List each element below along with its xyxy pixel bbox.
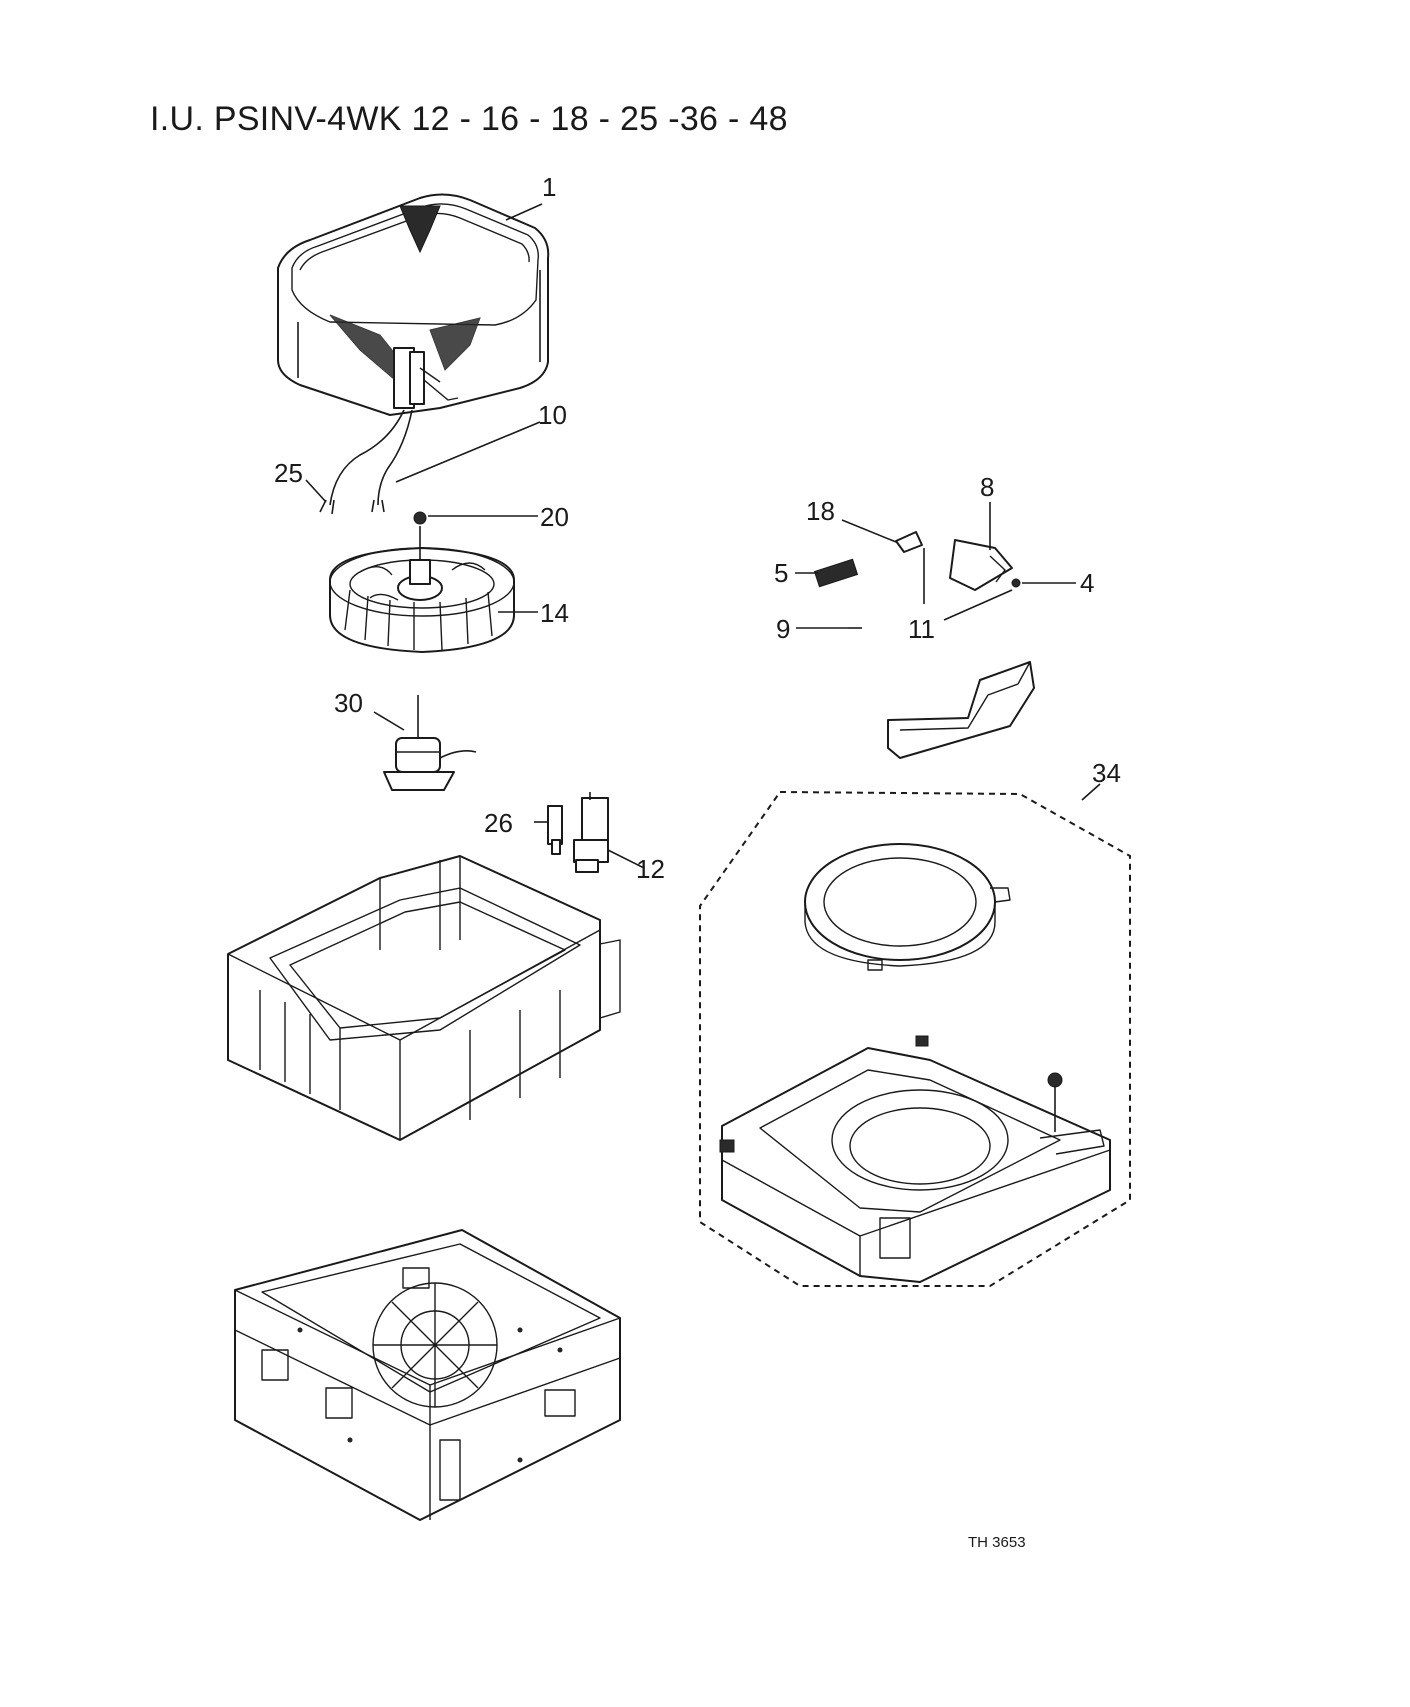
callout-4: 4 [1080,568,1094,598]
drawing-reference-code: TH 3653 [968,1534,1026,1551]
heat-exchanger-coil [277,193,550,416]
callout-12: 12 [636,854,665,884]
callout-34: 34 [1092,758,1121,788]
callout-30: 30 [334,688,363,718]
callout-9: 9 [776,614,790,644]
main-cabinet [234,1229,621,1521]
fan-motor [383,695,477,791]
fan-orifice-assembly [699,790,1131,1287]
float-switch [547,805,563,855]
callout-26: 26 [484,808,513,838]
control-parts [813,531,1021,629]
drain-pump [573,792,609,873]
callout-1: 1 [542,172,556,202]
callout-25: 25 [274,458,303,488]
callout-labels: 1 10 25 20 14 30 18 8 5 4 9 11 26 12 34 [274,172,1121,884]
centrifugal-fan [329,511,515,653]
callout-14: 14 [540,598,569,628]
leader-lines [305,203,1101,869]
callout-8: 8 [980,472,994,502]
callout-5: 5 [774,558,788,588]
callout-11: 11 [908,614,935,644]
electric-box-cover [887,661,1035,759]
callout-20: 20 [540,502,569,532]
diagram-title: I.U. PSINV-4WK 12 - 16 - 18 - 25 -36 - 4… [150,100,788,138]
refrigerant-pipes [319,409,413,515]
drain-pan [227,855,621,1141]
callout-10: 10 [538,400,567,430]
callout-18: 18 [806,496,835,526]
